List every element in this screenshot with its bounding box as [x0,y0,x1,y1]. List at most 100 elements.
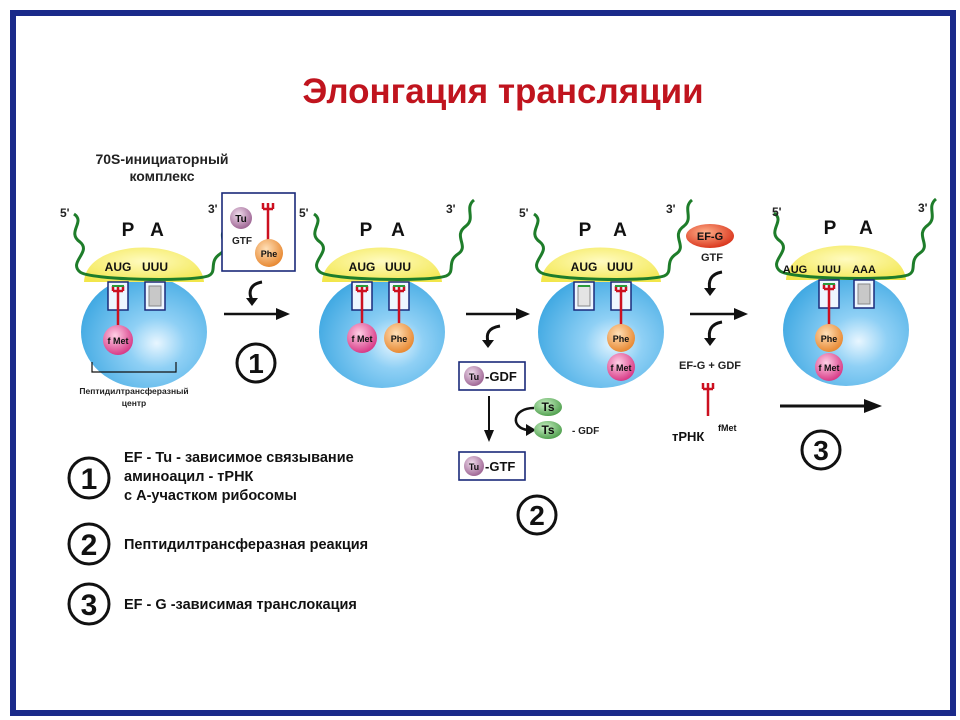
tu-sphere [464,456,484,476]
ribosome-small-subunit [541,247,661,282]
end-3-label: 3' [666,202,676,216]
codon-aug: AUG [783,264,807,276]
ptc-label-line2: центр [122,398,146,408]
tu-label: Tu [235,214,246,225]
ribosome-large-subunit [538,276,664,388]
initiator-complex-label-line2: комплекс [129,168,194,184]
end-3-label: 3' [208,202,218,216]
curved-arrow-icon [707,270,723,291]
site-a-label: A [859,218,873,239]
gdf-label: -GDF [485,369,517,384]
phe-sphere [815,324,843,352]
ribosome-after-translocation: 5' 3' P A AUG UUU AAA Phe f Met [772,197,938,386]
step-number: 2 [529,500,545,531]
arrowhead [246,298,258,306]
mrna-strand [532,198,694,281]
codon-aug: AUG [105,260,132,274]
step-number-circle [235,342,277,384]
trna-icon [392,286,406,325]
legend: 1 EF - Tu - зависимое связывание аминоац… [67,450,368,626]
trna-icon [614,286,628,326]
fmet-label: f Met [611,363,632,373]
legend-number-circle [67,456,111,500]
tu-label: Tu [469,462,479,472]
legend-text-line: аминоацил - тРНК [124,469,254,485]
trna-icon [111,286,125,330]
efg-gtf-label: GTF [701,252,723,264]
tu-label: Tu [469,372,479,382]
ptc-label-line1: Пептидилтрансферазный [79,386,188,396]
curved-arrow-icon [514,406,535,432]
end-5-label: 5' [519,206,529,220]
site-a-label: A [150,220,164,241]
aminoacyl-trna-complex: Tu GTF Phe [221,192,296,272]
trna-icon [822,284,836,325]
curved-arrow-icon [485,324,501,343]
curved-arrow-icon [248,280,263,301]
fmet-sphere [815,353,843,381]
fmet-sphere [607,353,635,381]
codon-aaa: AAA [852,264,876,276]
codon-uuu: UUU [817,264,841,276]
codon-uuu: UUU [142,260,168,274]
fmet-label: f Met [819,363,840,373]
legend-number: 1 [81,463,98,496]
curved-arrow-icon [707,320,723,341]
phe-label: Phe [391,334,408,344]
page-title: Элонгация трансляции [302,72,703,111]
legend-text-line: Пептидилтрансферазная реакция [124,537,368,553]
ts-sphere [534,398,562,416]
gtf-label: -GTF [485,459,515,474]
fmet-sphere [347,323,377,353]
legend-number-circle [67,582,111,626]
fmet-label: f Met [108,336,129,346]
ribosome-small-subunit [322,247,442,282]
legend-number-circle [67,522,111,566]
codon-uuu: UUU [385,260,411,274]
tu-gtf-complex: Tu -GTF [458,451,526,481]
trna-icon [261,203,275,244]
tu-gdf-complex: Tu -GDF [458,361,526,391]
ts-label: Ts [541,423,554,437]
ts-label: Ts [541,400,554,414]
end-5-label: 5' [772,205,782,219]
legend-text-line: EF - G -зависимая транслокация [124,597,357,613]
codon-uuu: UUU [607,260,633,274]
phe-label: Phe [261,249,278,259]
tu-sphere [464,366,484,386]
ribosome-after-binding: 5' 3' P A AUG UUU f Met Phe [299,198,476,388]
trna-icon [701,383,715,416]
efg-gdf-label: EF-G + GDF [679,360,741,372]
end-5-label: 5' [60,206,70,220]
gtf-label: GTF [232,236,252,247]
ribosome-initiator-complex: 5' 3' P A AUG UUU f Met [60,198,238,388]
phe-label: Phe [821,334,838,344]
end-5-label: 5' [299,206,309,220]
step-number-circle [800,429,842,471]
fmet-sphere [103,325,133,355]
mrna-strand [772,197,938,280]
step-number: 3 [813,435,829,466]
phe-sphere [607,324,635,352]
ptc-bracket [91,362,177,373]
tu-sphere [230,207,252,229]
legend-text-line: с А-участком рибосомы [124,488,297,504]
phe-sphere [255,239,283,267]
site-p-label: P [122,220,135,241]
fmet-label: f Met [352,334,373,344]
trna-label: тРНК [672,429,704,444]
initiator-complex-label-line1: 70S-инициаторный [95,151,228,167]
ribosome-small-subunit [84,247,204,282]
legend-number: 2 [81,529,98,562]
legend-text-line: EF - Tu - зависимое связывание [124,450,354,466]
minus-gdf-label: - GDF [572,426,599,437]
ribosome-small-subunit [786,245,906,280]
site-p-label: P [579,220,592,241]
end-3-label: 3' [446,202,456,216]
site-p-label: P [360,220,373,241]
ribosome-large-subunit [81,276,207,388]
ribosome-large-subunit [783,274,909,386]
step-number-circle [516,494,558,536]
phe-sphere [384,323,414,353]
